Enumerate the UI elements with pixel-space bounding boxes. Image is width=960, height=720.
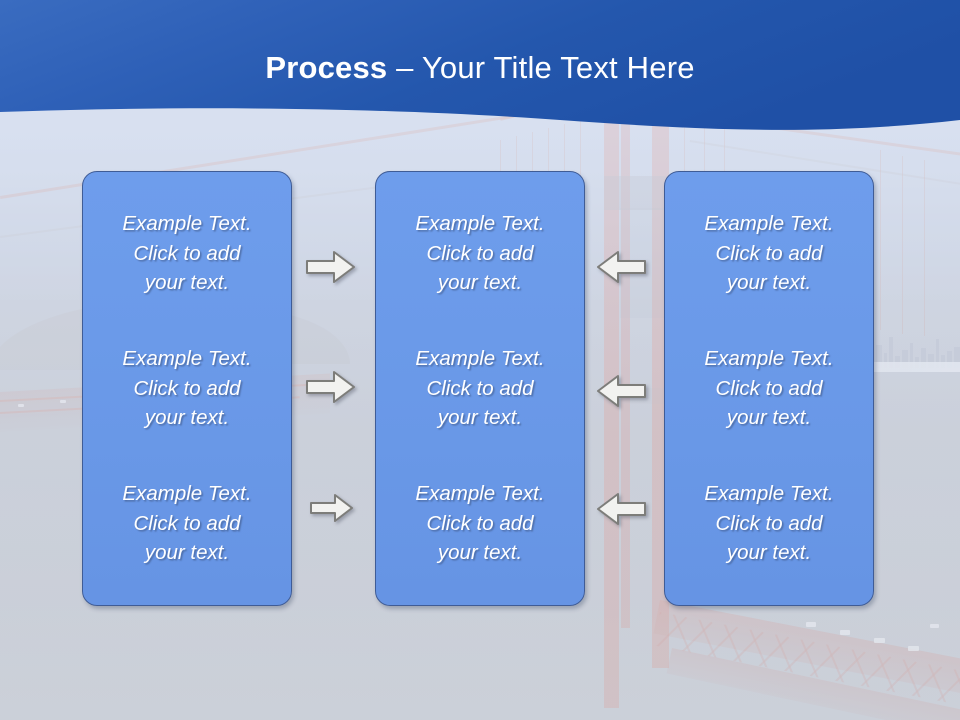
arrow-left-2-icon[interactable] [596,374,646,408]
arrow-left-3-icon[interactable] [596,492,646,526]
process-cell[interactable]: Example Text. Click to add your text. [415,346,545,430]
process-cell[interactable]: Example Text. Click to add your text. [415,211,545,295]
process-cell[interactable]: Example Text. Click to add your text. [122,481,252,565]
page-title-bold: Process [265,50,388,85]
process-cell[interactable]: Example Text. Click to add your text. [122,211,252,295]
arrow-right-3-icon[interactable] [310,493,354,523]
arrow-right-2-icon[interactable] [306,370,356,404]
process-column-2[interactable]: Example Text. Click to add your text. Ex… [375,171,585,606]
page-title-rest: – Your Title Text Here [387,50,695,85]
page-title: Process – Your Title Text Here [0,50,960,86]
process-column-1[interactable]: Example Text. Click to add your text. Ex… [82,171,292,606]
process-cell[interactable]: Example Text. Click to add your text. [415,481,545,565]
arrow-right-1-icon[interactable] [306,250,356,284]
process-cell[interactable]: Example Text. Click to add your text. [122,346,252,430]
process-cell[interactable]: Example Text. Click to add your text. [704,481,834,565]
process-cell[interactable]: Example Text. Click to add your text. [704,346,834,430]
header-banner: Process – Your Title Text Here [0,0,960,140]
arrow-left-1-icon[interactable] [596,250,646,284]
process-cell[interactable]: Example Text. Click to add your text. [704,211,834,295]
process-column-3[interactable]: Example Text. Click to add your text. Ex… [664,171,874,606]
